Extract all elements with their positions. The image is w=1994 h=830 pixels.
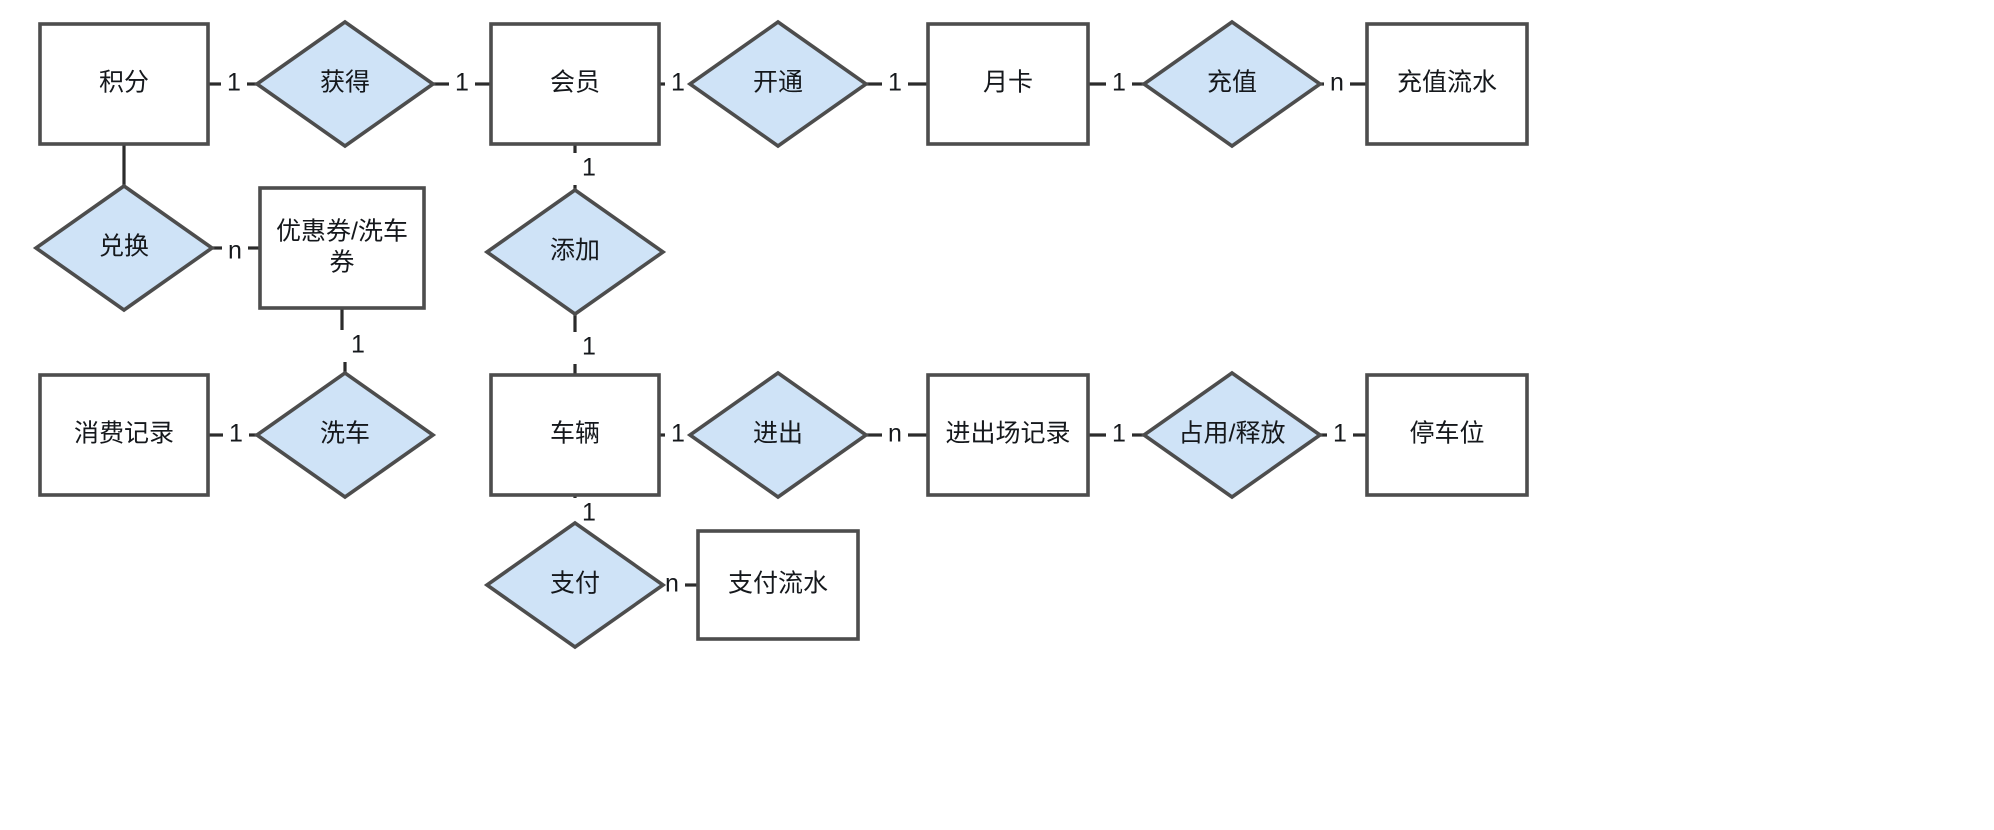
cardinality-label: 1 [351, 331, 365, 359]
cardinality-label: 1 [582, 154, 596, 182]
relationship-label: 兑换 [99, 233, 149, 261]
cardinality-label: 1 [1112, 420, 1126, 448]
cardinality-label: n [888, 420, 902, 448]
cardinality-label: n [1330, 69, 1344, 97]
cardinality-label: n [228, 237, 242, 265]
entity-jccjl[interactable]: 进出场记录 [926, 373, 1090, 497]
entity-czls[interactable]: 充值流水 [1365, 22, 1529, 146]
cardinality-label: 1 [455, 69, 469, 97]
entity-label: 消费记录 [74, 420, 174, 448]
cardinality-label: 1 [671, 420, 685, 448]
entity-cheliang[interactable]: 车辆 [489, 373, 661, 497]
entity-xfjl[interactable]: 消费记录 [38, 373, 210, 497]
relationship-xiche[interactable]: 洗车 [253, 370, 437, 500]
cardinality-layer: 1 1 1 1 1 n n 1 1 1 1 1 n 1 1 1 n [227, 69, 1347, 598]
relationship-huode[interactable]: 获得 [253, 19, 437, 149]
relationship-zysf[interactable]: 占用/释放 [1140, 370, 1324, 500]
entity-tingchewei[interactable]: 停车位 [1365, 373, 1529, 497]
entity-youhuiquan[interactable]: 优惠券/洗车券 [258, 186, 426, 310]
relationship-label: 进出 [753, 420, 803, 448]
entity-label: 支付流水 [728, 570, 828, 598]
cardinality-label: n [665, 570, 679, 598]
relationship-label: 开通 [753, 69, 803, 97]
relationship-kaitong[interactable]: 开通 [686, 19, 870, 149]
relationship-label: 占用/释放 [1179, 420, 1286, 448]
relationship-label: 洗车 [320, 420, 370, 448]
cardinality-label: 1 [582, 333, 596, 361]
entity-label: 会员 [550, 69, 600, 97]
entity-label: 积分 [99, 69, 149, 97]
relationship-label: 添加 [550, 237, 600, 265]
entity-label: 充值流水 [1397, 69, 1497, 97]
cardinality-label: 1 [1333, 420, 1347, 448]
cardinality-label: 1 [1112, 69, 1126, 97]
relationship-label: 获得 [320, 69, 370, 97]
relationship-zhifu[interactable]: 支付 [483, 520, 667, 650]
entity-label: 优惠券/洗车券 [276, 217, 408, 276]
edges-layer [122, 82, 1367, 587]
relationship-label: 充值 [1207, 69, 1257, 97]
entity-jifen[interactable]: 积分 [38, 22, 210, 146]
relationship-chongzhi[interactable]: 充值 [1140, 19, 1324, 149]
entity-zfls[interactable]: 支付流水 [696, 529, 860, 641]
entity-label: 车辆 [550, 420, 600, 448]
relationship-jinchu[interactable]: 进出 [686, 370, 870, 500]
relationship-tianjia[interactable]: 添加 [483, 187, 667, 317]
cardinality-label: 1 [582, 499, 596, 527]
relationship-duihuan[interactable]: 兑换 [32, 183, 216, 313]
entity-label: 月卡 [983, 69, 1033, 97]
entity-label: 停车位 [1409, 420, 1484, 448]
cardinality-label: 1 [671, 69, 685, 97]
cardinality-label: 1 [229, 420, 243, 448]
cardinality-label: 1 [227, 69, 241, 97]
cardinality-label: 1 [888, 69, 902, 97]
edge-youhuiquan-to-xiche [340, 308, 347, 373]
entity-huiyuan[interactable]: 会员 [489, 22, 661, 146]
entity-label: 进出场记录 [945, 420, 1070, 448]
relationship-label: 支付 [550, 570, 600, 598]
entity-yueka[interactable]: 月卡 [926, 22, 1090, 146]
